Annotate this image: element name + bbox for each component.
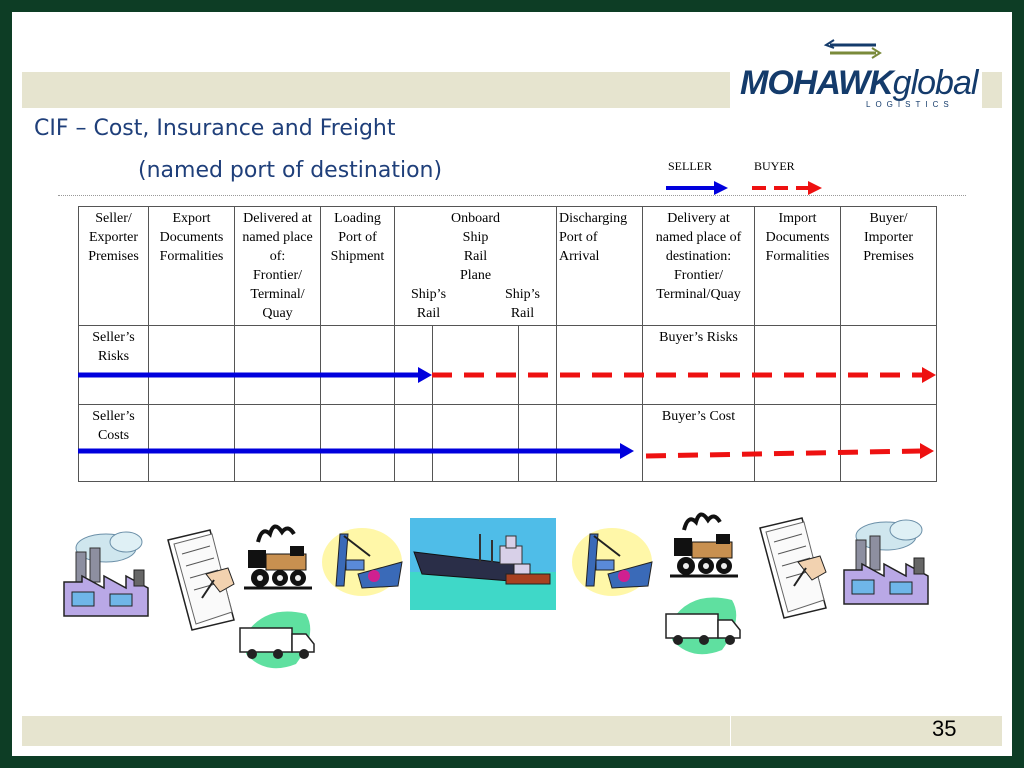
- logo-wordmark: MOHAWKglobal: [740, 64, 978, 102]
- document-signing-icon: [167, 529, 235, 631]
- double-arrow-icon: [823, 39, 882, 59]
- slide-subtitle: (named port of destination): [138, 158, 443, 183]
- table-cell: [518, 404, 557, 482]
- cargo-ship-icon: [410, 518, 556, 610]
- table-cell: [840, 404, 937, 482]
- slide: MOHAWKglobal LOGISTICS CIF – Cost, Insur…: [12, 12, 1012, 756]
- legend-seller-label: SELLER: [668, 159, 712, 173]
- table-cell: [754, 325, 841, 405]
- header-band-right: [982, 72, 1002, 108]
- table-cell: [556, 404, 643, 482]
- table-cell: [394, 404, 433, 482]
- port-crane-icon: [322, 528, 403, 596]
- table-cell: [394, 325, 433, 405]
- company-logo: MOHAWKglobal LOGISTICS: [738, 36, 978, 112]
- factory-icon: [63, 531, 149, 617]
- truck-icon: [239, 611, 315, 669]
- table-cell: [320, 404, 395, 482]
- train-icon: [244, 524, 312, 590]
- port-crane-icon: [572, 528, 653, 596]
- document-signing-icon: [759, 517, 827, 619]
- footer-band-right: [730, 716, 1002, 746]
- table-cell: [234, 404, 321, 482]
- legend-seller-arrowhead: [714, 181, 728, 195]
- table-cell: [754, 404, 841, 482]
- footer-band: [22, 716, 730, 746]
- table-cell: [148, 404, 235, 482]
- table-cell: [234, 325, 321, 405]
- legend-buyer-label: BUYER: [754, 159, 795, 173]
- table-cell: [432, 404, 519, 482]
- train-icon: [670, 512, 738, 578]
- table-cell: [148, 325, 235, 405]
- truck-icon: [665, 597, 741, 655]
- buyer-cost-label: Buyer’s Cost: [642, 404, 755, 482]
- slide-title: CIF – Cost, Insurance and Freight: [34, 116, 396, 141]
- legend-buyer-arrowhead: [808, 181, 822, 195]
- header-band: [22, 72, 730, 108]
- table-cell: [840, 325, 937, 405]
- factory-icon: [843, 519, 929, 605]
- page-number: 35: [932, 716, 957, 741]
- logo-subtitle: LOGISTICS: [866, 100, 954, 109]
- divider: [58, 195, 966, 196]
- table-cell: [556, 325, 643, 405]
- footer-separator: [730, 716, 731, 746]
- table-cell: [320, 325, 395, 405]
- buyer-risks-label: Buyer’s Risks: [642, 325, 755, 405]
- table-cell: [432, 325, 519, 405]
- table-cell: [518, 325, 557, 405]
